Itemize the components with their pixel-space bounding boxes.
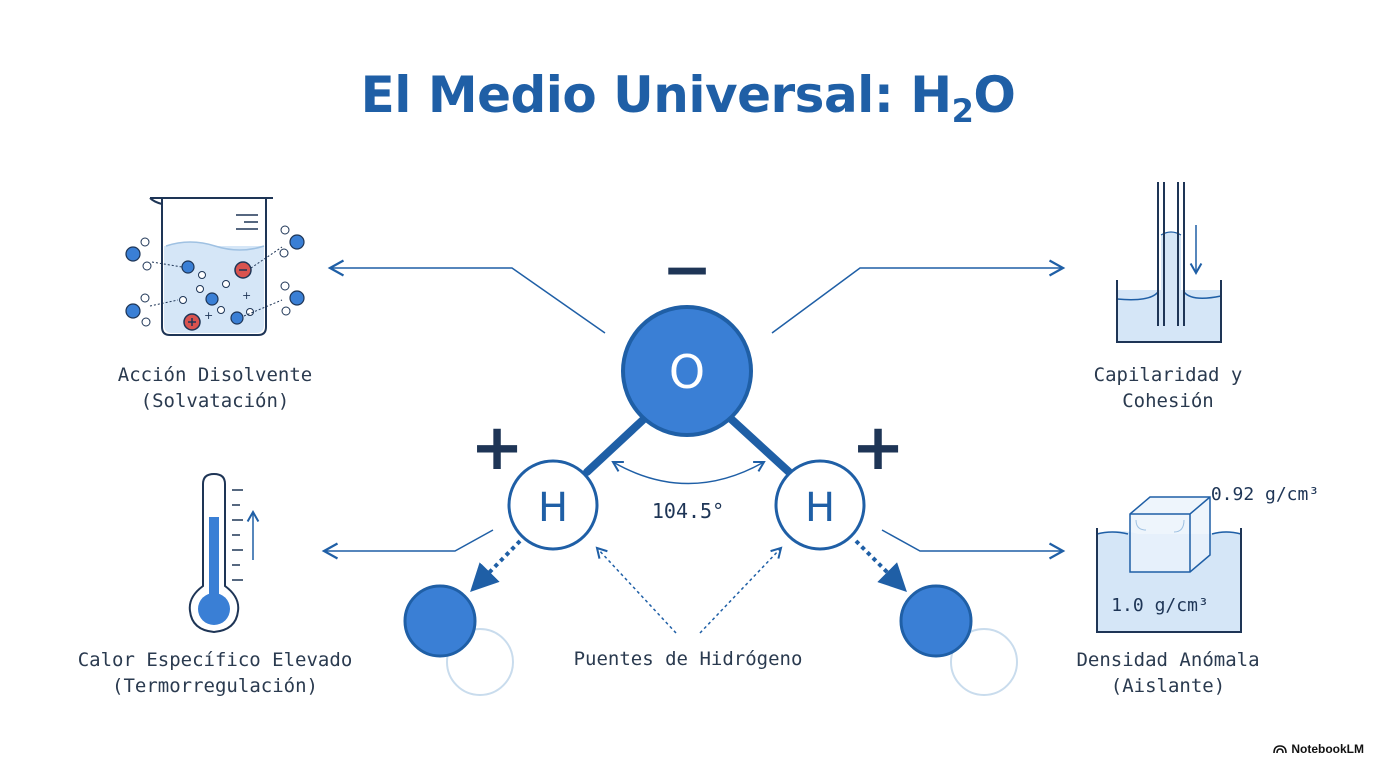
connector-heat [321, 529, 494, 560]
solvent-caption-line2: (Solvatación) [140, 390, 290, 412]
solvent-caption: Acción Disolvente (Solvatación) [85, 362, 345, 414]
angle-arc [611, 460, 766, 485]
hydrogen-atom-right [774, 459, 866, 551]
connector-density [881, 529, 1066, 560]
capillarity-caption: Capilaridad y Cohesión [1048, 362, 1288, 414]
density-caption-line1: Densidad Anómala [1076, 649, 1260, 671]
bond-left [583, 414, 649, 476]
connector-capillarity [771, 259, 1066, 334]
ice-density-label: 0.92 g/cm³ [1211, 484, 1319, 505]
bond-right [726, 414, 793, 476]
neighbor-o-right [899, 584, 973, 658]
title-subscript: 2 [951, 92, 974, 130]
thermometer-icon [188, 472, 260, 634]
oxygen-atom [621, 305, 753, 437]
hydrogen-atom-left [507, 459, 599, 551]
svg-text:+: + [204, 309, 213, 322]
angle-label: 104.5° [652, 499, 724, 523]
oxygen-label: O [669, 345, 705, 399]
neighbor-h-right [950, 628, 1018, 696]
ice-cube-icon [1096, 496, 1242, 633]
neighbor-o-left [403, 584, 477, 658]
connector-solvent [327, 259, 606, 334]
capillarity-caption-line2: Cohesión [1122, 390, 1214, 412]
charge-positive-right: + [851, 411, 905, 485]
brand-name: NotebookLM [1291, 742, 1364, 756]
water-density-label: 1.0 g/cm³ [1111, 595, 1209, 616]
capillarity-caption-line1: Capilaridad y [1093, 364, 1243, 386]
hydrogen-bonds-caption: Puentes de Hidrógeno [574, 648, 803, 670]
heat-caption-line1: Calor Específico Elevado [77, 649, 353, 671]
solvent-caption-line1: Acción Disolvente [117, 364, 313, 386]
capillary-tube-icon [1116, 182, 1222, 343]
density-caption-line2: (Aislante) [1110, 675, 1226, 697]
charge-negative: − [662, 235, 712, 305]
hydrogen-right-label: H [805, 485, 835, 531]
title-main: El Medio Universal: H [360, 66, 952, 124]
heat-caption-line2: (Termorregulación) [112, 675, 318, 697]
notebooklm-watermark: NotebookLM [1273, 742, 1364, 756]
hbond-left [470, 539, 522, 593]
neighbor-h-left [446, 628, 514, 696]
hydrogen-left-label: H [538, 485, 568, 531]
svg-text:+: + [242, 289, 251, 302]
charge-positive-left: + [470, 411, 524, 485]
title-tail: O [973, 66, 1016, 124]
heat-caption: Calor Específico Elevado (Termorregulaci… [60, 647, 370, 699]
density-caption: Densidad Anómala (Aislante) [1048, 647, 1288, 699]
hbond-pointer-right [699, 546, 783, 634]
hbond-pointer-left [595, 546, 677, 634]
page-title: El Medio Universal: H2O [0, 66, 1376, 130]
hbond-right [854, 539, 907, 592]
beaker-icon: + + [125, 197, 305, 336]
notebooklm-logo-icon [1273, 745, 1288, 754]
